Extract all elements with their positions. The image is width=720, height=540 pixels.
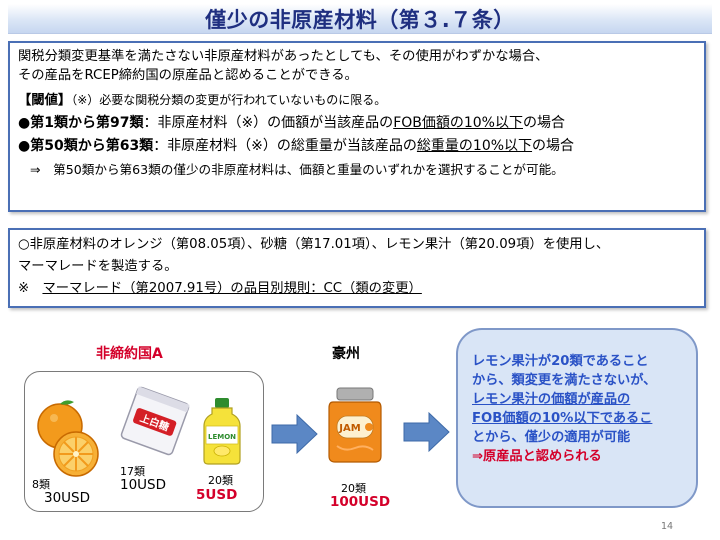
threshold-heading: 【閾値】 xyxy=(18,93,72,108)
rule-2-text-b: の場合 xyxy=(532,138,575,154)
rule-1-text-a: ：非原産材料（※）の価額が当該産品の xyxy=(143,115,394,131)
explanation-conclusion: ⇒原産品と認められる xyxy=(472,449,602,464)
example-line-1: ○非原産材料のオレンジ（第08.05項）、砂糖（第17.01項）、レモン果汁（第… xyxy=(18,237,610,252)
rule-2-threshold: 総重量の10%以下 xyxy=(416,138,533,154)
intro-text: 関税分類変更基準を満たさない非原産材料があったとしても、その使用がわずかな場合、… xyxy=(18,47,696,85)
arrow-right-icon xyxy=(271,413,318,455)
rule-1-chapters: 第1類から第97類 xyxy=(30,115,144,131)
sugar-chapter: 17類 xyxy=(120,465,145,478)
rule-1-threshold: FOB価額の10%以下 xyxy=(393,115,523,131)
lemon-price: 5USD xyxy=(196,487,238,503)
intro-line-2: その産品をRCEP締約国の原産品と認めることができる。 xyxy=(18,68,358,83)
orange-chapter: 8類 xyxy=(32,478,50,491)
rule-value: ●第1類から第97類：非原産材料（※）の価額が当該産品のFOB価額の10%以下の… xyxy=(18,114,696,133)
page-title: 僅少の非原産材料（第３.７条） xyxy=(205,7,515,32)
example-line-3: ※ マーマレード（第2007.91号）の品目別規則：CC（類の変更） xyxy=(18,278,696,300)
sugar-price: 10USD xyxy=(120,477,167,493)
explanation-callout: レモン果汁が20類であること から、類変更を満たさないが、 レモン果汁の価額が産… xyxy=(456,328,698,508)
product-specific-rule: マーマレード（第2007.91号）の品目別規則：CC（類の変更） xyxy=(42,281,422,296)
lemon-juice-bottle-icon: LEMON xyxy=(203,398,241,465)
threshold-note: （※）必要な関税分類の変更が行われていないものに限る。 xyxy=(71,93,387,107)
rule-2-chapters: 第50類から第63類 xyxy=(30,138,154,154)
rule-2-text-a: ：非原産材料（※）の総重量が当該産品の xyxy=(153,138,417,154)
marmalade-chapter: 20類 xyxy=(341,482,366,495)
marmalade-price: 100USD xyxy=(330,494,391,510)
rule-weight: ●第50類から第63類：非原産材料（※）の総重量が当該産品の総重量の10%以下の… xyxy=(18,137,696,156)
marmalade-jar-icon: JAM xyxy=(328,387,382,463)
lemon-label-text: LEMON xyxy=(208,433,236,441)
jam-label-text: JAM xyxy=(338,423,360,434)
orange-icon xyxy=(37,400,99,477)
threshold-row: 【閾値】（※）必要な関税分類の変更が行われていないものに限る。 xyxy=(18,91,696,110)
explanation-line-4: FOB価額の10%以下であるこ xyxy=(472,411,653,426)
title-bar: 僅少の非原産材料（第３.７条） xyxy=(8,4,712,34)
explanation-line-2: から、類変更を満たさないが、 xyxy=(472,373,657,388)
sugar-bag-icon: 上白糖 xyxy=(120,386,190,456)
example-box: ○非原産材料のオレンジ（第08.05項）、砂糖（第17.01項）、レモン果汁（第… xyxy=(8,228,706,308)
explanation-line-1: レモン果汁が20類であること xyxy=(472,354,649,369)
arrow-right-icon xyxy=(403,411,450,453)
intro-line-1: 関税分類変更基準を満たさない非原産材料があったとしても、その使用がわずかな場合、 xyxy=(18,49,549,64)
orange-price: 30USD xyxy=(44,490,91,506)
example-line-2: マーマレードを製造する。 xyxy=(18,259,178,274)
textile-choice-note: ⇒ 第50類から第63類の僅少の非原産材料は、価額と重量のいずれかを選択すること… xyxy=(30,162,564,177)
rule-1-bullet: ● xyxy=(18,115,31,131)
rule-2-bullet: ● xyxy=(18,138,31,154)
explanation-line-5: とから、僅少の適用が可能 xyxy=(472,430,631,445)
rule-1-text-b: の場合 xyxy=(522,115,565,131)
explanation-line-3: レモン果汁の価額が産品の xyxy=(472,392,631,407)
non-party-country-label: 非締約国A xyxy=(96,346,163,362)
definition-box: 関税分類変更基準を満たさない非原産材料があったとしても、その使用がわずかな場合、… xyxy=(8,41,706,212)
australia-label: 豪州 xyxy=(332,346,360,362)
rule-note-mark: ※ xyxy=(18,281,43,296)
page-number: 14 xyxy=(661,521,674,532)
lemon-chapter: 20類 xyxy=(208,474,233,487)
